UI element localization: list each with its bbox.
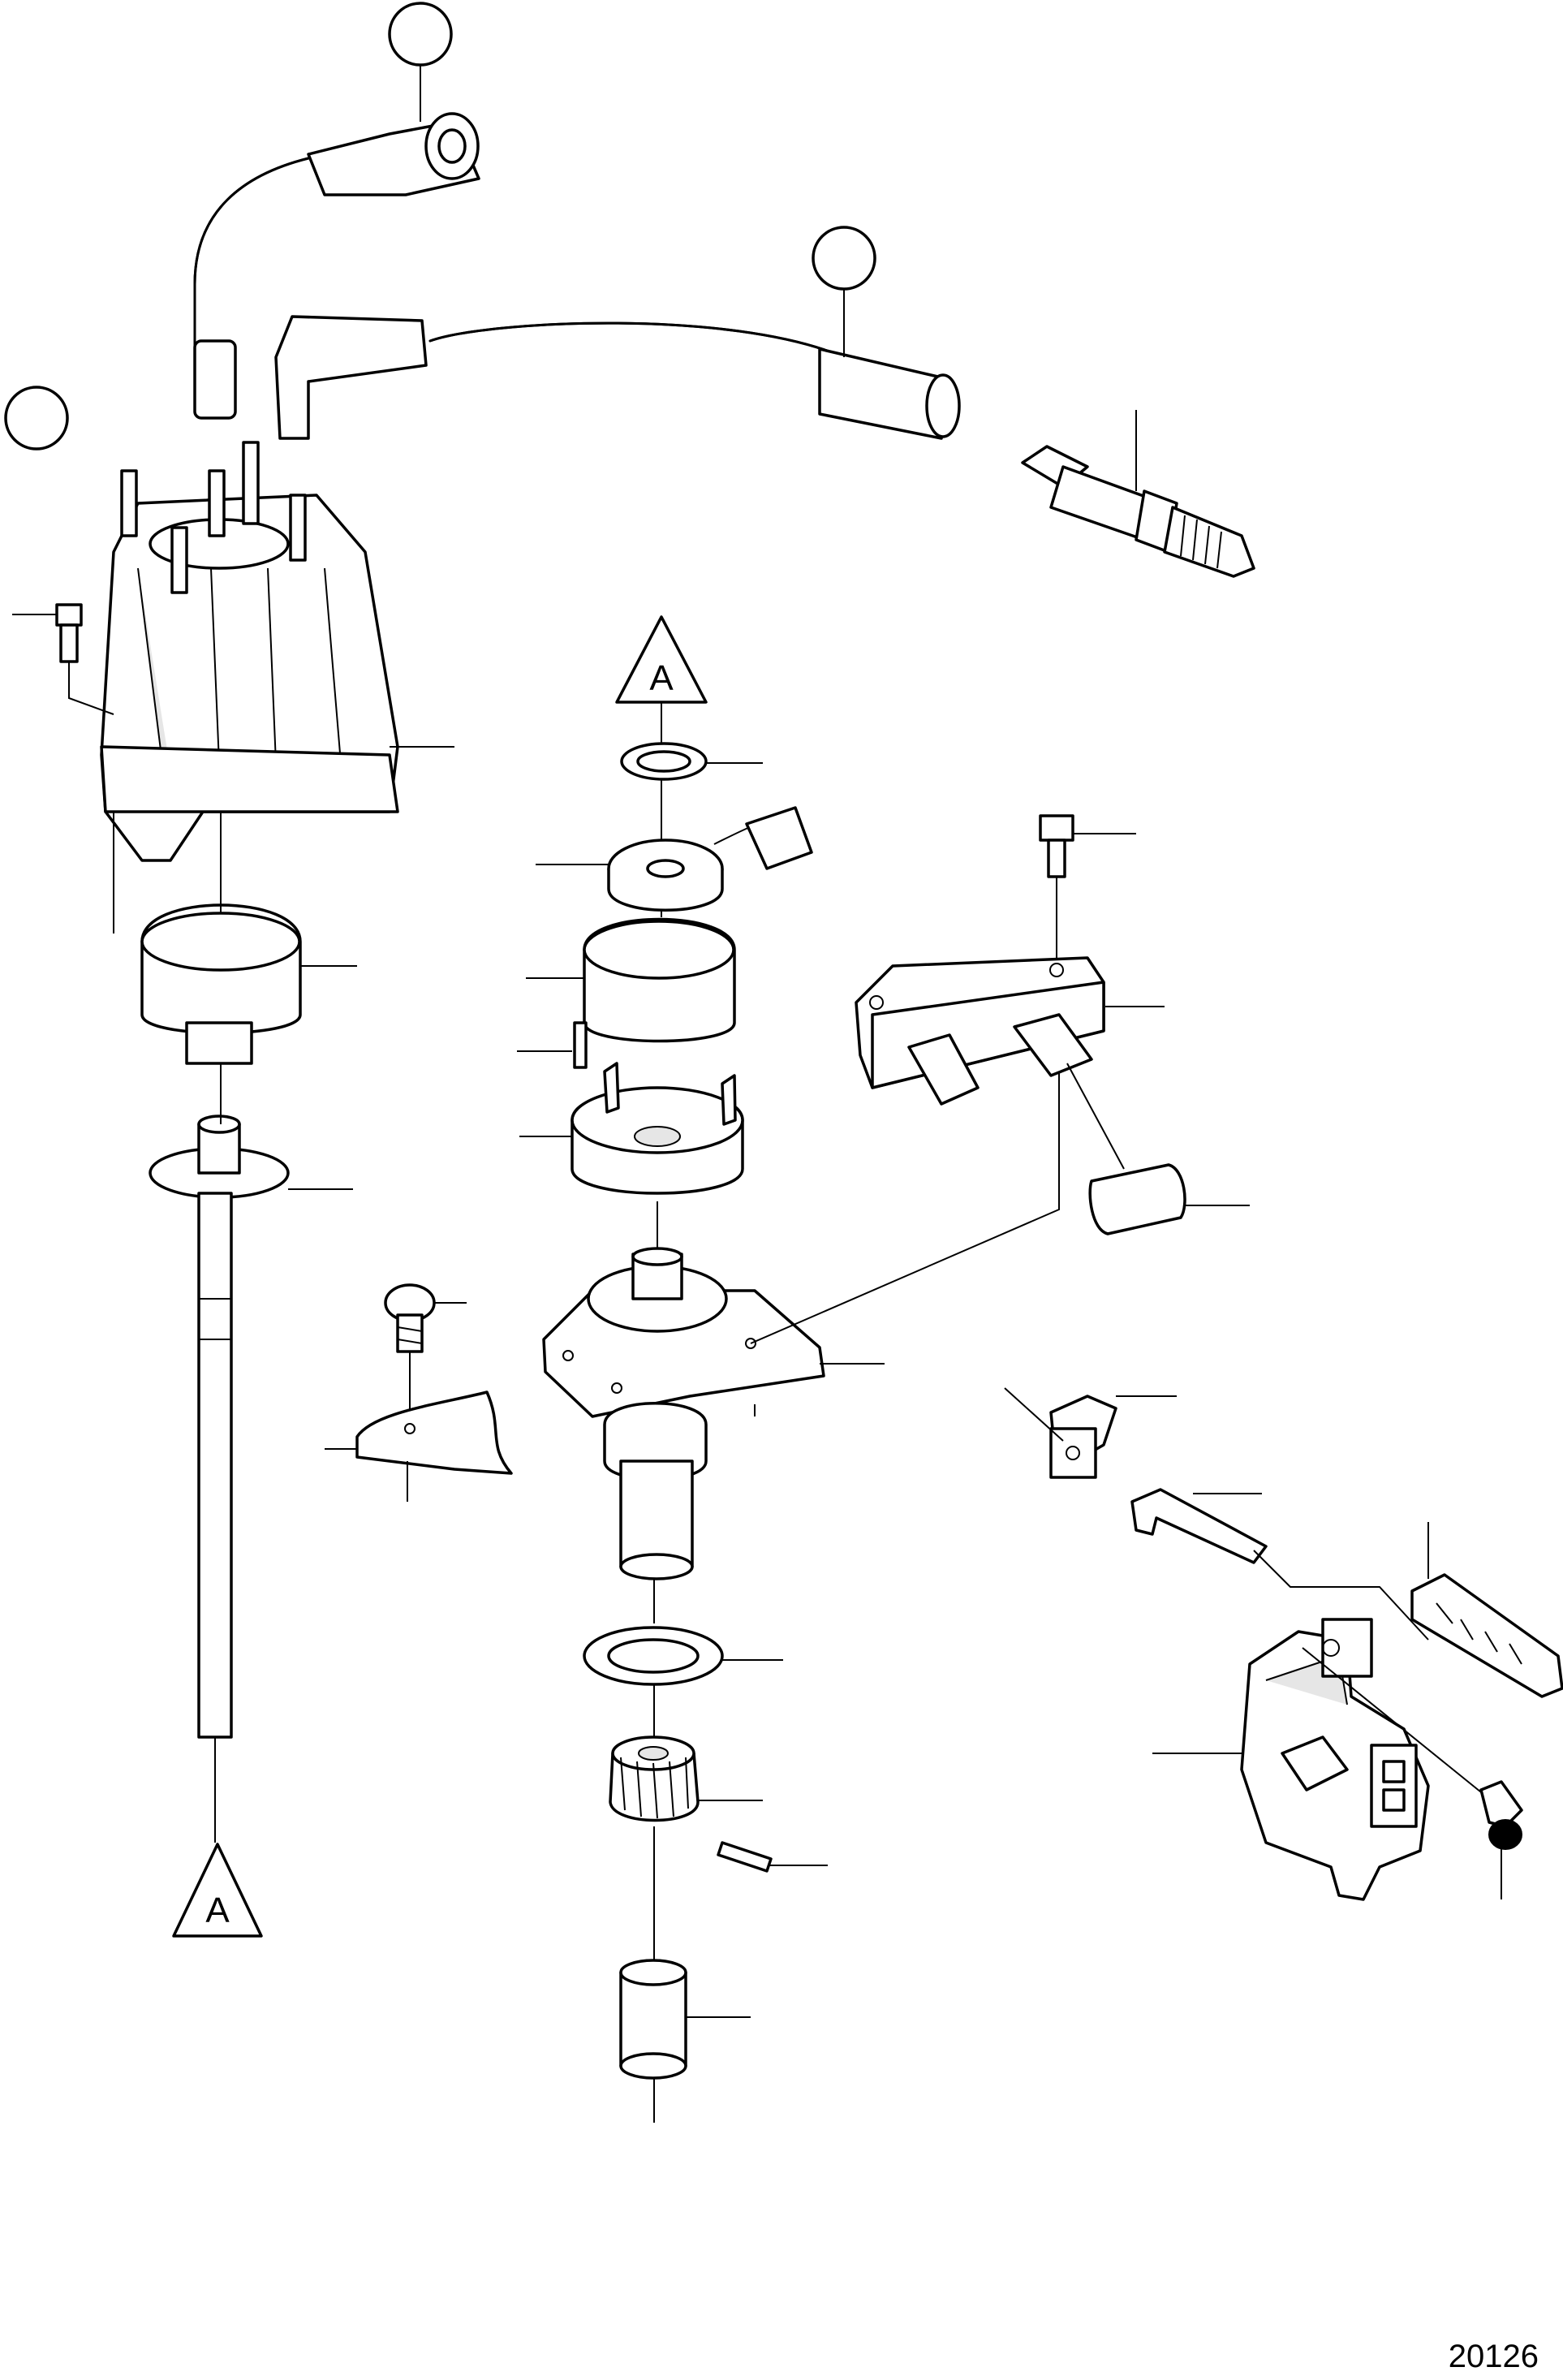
wire-harness-connector xyxy=(1410,1573,1563,1698)
spark-plug xyxy=(1021,445,1255,578)
reference-marker-a-top: A xyxy=(615,615,708,704)
reference-marker-label: A xyxy=(649,658,674,698)
leader-clamp-2 xyxy=(1004,1387,1064,1442)
magnet-cup xyxy=(571,1062,744,1195)
distributor-cap xyxy=(100,441,399,862)
axis-coil-bolt xyxy=(1302,1647,1494,1803)
module-bolt xyxy=(1039,814,1074,878)
retaining-ring xyxy=(620,742,708,781)
washer xyxy=(583,1626,724,1686)
rotor xyxy=(140,903,302,1065)
clamp xyxy=(1049,1395,1117,1479)
shield-plate xyxy=(355,1390,513,1475)
pin xyxy=(573,1021,588,1069)
roll-pin xyxy=(717,1841,773,1873)
coil-bolt xyxy=(1479,1780,1523,1850)
callout-circle-3 xyxy=(4,386,69,451)
reference-marker-label: A xyxy=(205,1891,230,1930)
leader-module-link xyxy=(750,1063,1060,1344)
leader-harness xyxy=(1253,1550,1429,1641)
bracket xyxy=(1130,1488,1268,1564)
reference-marker-a-bottom: A xyxy=(172,1843,263,1938)
bushing xyxy=(619,1959,687,2080)
pole-piece xyxy=(583,917,736,1043)
distributor-housing xyxy=(542,1247,825,1580)
leader-cap-bolt-2 xyxy=(68,662,114,715)
ignition-module xyxy=(855,956,1105,1106)
drive-gear xyxy=(609,1735,700,1822)
ignition-coil xyxy=(1240,1618,1430,1901)
pickup-coil xyxy=(607,806,813,912)
shield-screw xyxy=(384,1283,436,1353)
distributor-shaft xyxy=(149,1115,290,1739)
ignition-lead-right xyxy=(274,315,961,440)
figure-number: 20126 xyxy=(1448,2339,1539,2374)
terminal-cover xyxy=(1088,1163,1186,1235)
ignition-lead-left xyxy=(193,112,480,420)
callout-circle-1 xyxy=(388,2,453,67)
leader-module-cap xyxy=(1066,1063,1125,1170)
cap-bolt xyxy=(55,603,83,663)
callout-circle-2 xyxy=(812,226,876,291)
